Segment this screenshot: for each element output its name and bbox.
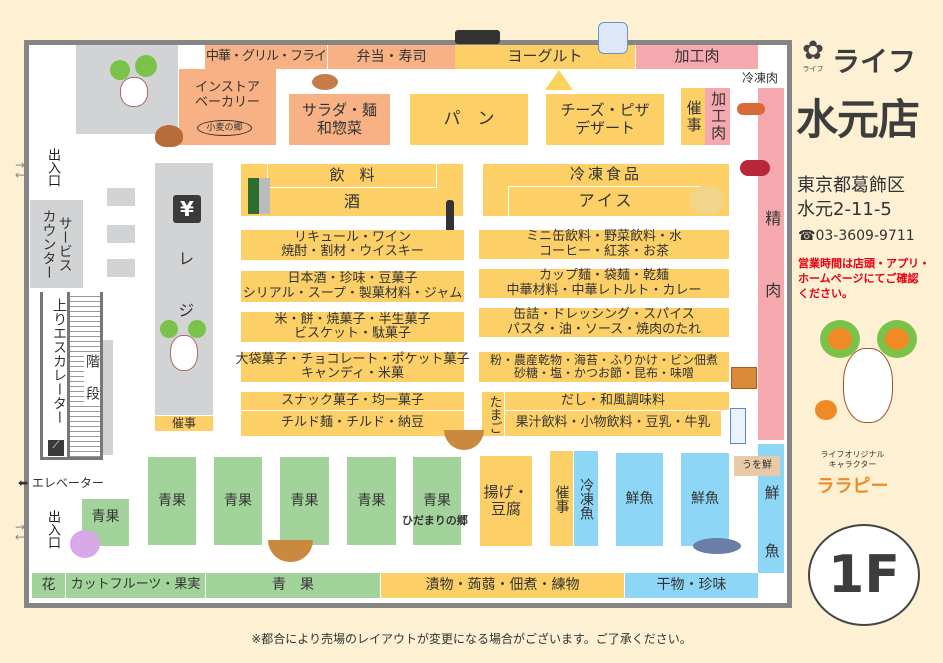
section-produce[interactable]: 青果 (347, 457, 396, 545)
lalapy-character-illustration (815, 320, 920, 430)
label-frozen-meat: 冷凍肉 (741, 70, 778, 85)
section-fresh-meat[interactable]: 精 肉 (758, 88, 784, 440)
phone-number: 03-3609-9711 (815, 228, 915, 244)
section-processed-meat-side[interactable]: 加工肉 (705, 88, 730, 145)
aisle-canned[interactable]: 缶詰・ドレッシング・スパイス パスタ・油・ソース・焼肉のたれ (479, 308, 729, 337)
label-frozen-food: 冷凍食品 (569, 165, 642, 184)
character-caption: ライフオリジナル キャラクター (820, 450, 885, 469)
aisle-chilled[interactable]: チルド麺・チルド・納豆 (241, 411, 464, 436)
section-processed-meat[interactable]: 加工肉 (636, 45, 758, 69)
vegetable-basket-icon (268, 540, 313, 562)
arrow-left-icon: ⬅ (18, 476, 29, 490)
gray-strip (103, 340, 113, 455)
yen-icon: ¥ (173, 195, 201, 223)
ice-cream-icon (690, 185, 724, 215)
aisle-noodles[interactable]: カップ麺・袋麺・乾麺 中華材料・中華レトルト・カレー (479, 269, 729, 298)
section-pickles[interactable]: 漬物・蒟蒻・佃煮・練物 (381, 573, 624, 598)
section-dried-goods[interactable]: 干物・珍味 (625, 573, 758, 598)
store-name: 水元店 (796, 95, 920, 144)
aisle-rice-biscuits[interactable]: 米・餅・焼菓子・半生菓子 ビスケット・駄菓子 (241, 312, 464, 342)
brand-name: ライフ (832, 45, 917, 78)
address-line2: 水元2-11-5 (797, 199, 892, 220)
stairs[interactable]: 階 段 (70, 292, 103, 460)
aisle-mini-cans[interactable]: ミニ缶飲料・野菜飲料・水 コーヒー・紅茶・お茶 (479, 230, 729, 259)
aisle-liqueur[interactable]: リキュール・ワイン 焼酎・割材・ウイスキー (241, 230, 464, 260)
label-ice: アイス (508, 186, 704, 216)
stairs-label: 階 段 (83, 353, 100, 402)
counter-block (107, 259, 135, 277)
steak-icon (740, 160, 770, 176)
label-sake: 酒 (343, 192, 360, 212)
yogurt-icon (598, 22, 628, 54)
section-chinese-grill-fry[interactable]: 中華・グリル・フライ (205, 45, 327, 69)
counter-block (107, 225, 135, 243)
croissant-icon (155, 125, 183, 147)
section-event-top[interactable]: 催事 (681, 88, 705, 145)
section-drinks-sake[interactable]: 飲 料 酒 (241, 164, 463, 216)
aisle-candy[interactable]: 大袋菓子・チョコレート・ポケット菓子 キャンディ・米菓 (235, 351, 470, 382)
milk-carton-icon (730, 408, 746, 444)
entrance-arrows-icon: →← (15, 158, 26, 182)
aisle-juice-milk[interactable]: 果汁飲料・小物飲料・豆乳・牛乳 (505, 411, 721, 436)
section-fresh-fish[interactable]: 鮮魚 (616, 453, 663, 546)
elevator-text: エレベーター (31, 476, 104, 490)
counter-block (107, 188, 135, 206)
section-produce[interactable]: 青果 (214, 457, 262, 545)
section-event-register[interactable]: 催事 (155, 416, 213, 431)
section-bread[interactable]: パ ン (410, 94, 528, 145)
wine-bottle-icon (446, 200, 454, 230)
aisle-flour-dried[interactable]: 粉・農産乾物・海苔・ふりかけ・ビン佃煮 砂糖・塩・かつお節・昆布・味噌 (479, 352, 729, 382)
footer-note: ※都合により売場のレイアウトが変更になる場合がございます。ご了承ください。 (251, 632, 692, 646)
egg-basket-icon (444, 430, 484, 450)
character-mascot-illustration (105, 55, 160, 115)
aisle-sake-snacks[interactable]: 日本酒・珍味・豆菓子 シリアル・スープ・製菓材料・ジャム (241, 271, 464, 302)
bakery-brand-logo: 小麦の郷 (197, 120, 252, 136)
escalator-up[interactable]: 上りエスカレーター (40, 292, 70, 460)
section-salad[interactable]: サラダ・麺 和惣菜 (289, 94, 390, 145)
sausage-icon (737, 103, 765, 115)
chicken-leg-icon (312, 74, 338, 90)
section-eggs[interactable]: たまご (482, 392, 504, 436)
entrance-bottom[interactable]: 出入口 (44, 510, 62, 556)
life-clover-logo: ✿ ライフ (802, 36, 824, 73)
aisle-dashi[interactable]: だし・和風調味料 (505, 392, 729, 410)
flower-bouquet-icon (70, 530, 100, 558)
label-drinks: 飲 料 (267, 164, 437, 188)
address-line1: 東京都葛飾区 (797, 175, 905, 196)
section-produce[interactable]: 青果 (148, 457, 196, 545)
escalator-icon: ⟋ (48, 440, 64, 456)
entrance-arrows-icon: →← (15, 520, 26, 544)
sushi-tray-icon (455, 30, 500, 44)
section-flowers[interactable]: 花 (32, 573, 65, 598)
section-produce-bottom[interactable]: 青 果 (206, 573, 380, 598)
fish-sign: うを鮮 (734, 456, 780, 476)
phone[interactable]: ☎03-3609-9711 (798, 228, 915, 244)
service-counter[interactable]: サービス カウンター (30, 200, 83, 288)
section-event-fish[interactable]: 催事 (550, 451, 573, 546)
section-frozen-food[interactable]: 冷凍食品 アイス (483, 164, 729, 216)
hours-note: 営業時間は店頭・アプリ・ ホームページにてご確認 ください。 (798, 257, 930, 300)
section-produce[interactable]: 青果 (413, 457, 461, 545)
cheese-icon (545, 70, 573, 90)
entrance-top[interactable]: 出入口 (44, 148, 62, 194)
section-cut-fruit[interactable]: カットフルーツ・果実 (66, 573, 205, 598)
phone-icon: ☎ (798, 228, 816, 244)
section-cheese-dessert[interactable]: チーズ・ピザ デザート (546, 94, 664, 145)
section-fresh-fish[interactable]: 鮮魚 (681, 453, 729, 546)
section-bento-sushi[interactable]: 弁当・寿司 (328, 45, 455, 69)
elevator-label[interactable]: ⬅ エレベーター (18, 474, 104, 491)
beer-icon (248, 178, 270, 214)
character-name: ララピー (816, 476, 889, 497)
section-produce[interactable]: 青果 (280, 457, 329, 545)
fish-icon (693, 538, 741, 554)
section-fried-tofu[interactable]: 揚げ・ 豆腐 (480, 456, 532, 546)
floor-indicator: 1F (808, 524, 920, 626)
produce-brand-logo: ひだまりの郷 (402, 514, 468, 527)
section-frozen-fish[interactable]: 冷凍魚 (574, 451, 598, 546)
aisle-snacks[interactable]: スナック菓子・均一菓子 (241, 392, 464, 410)
miso-icon (731, 367, 757, 389)
character-mascot-illustration (160, 320, 210, 375)
